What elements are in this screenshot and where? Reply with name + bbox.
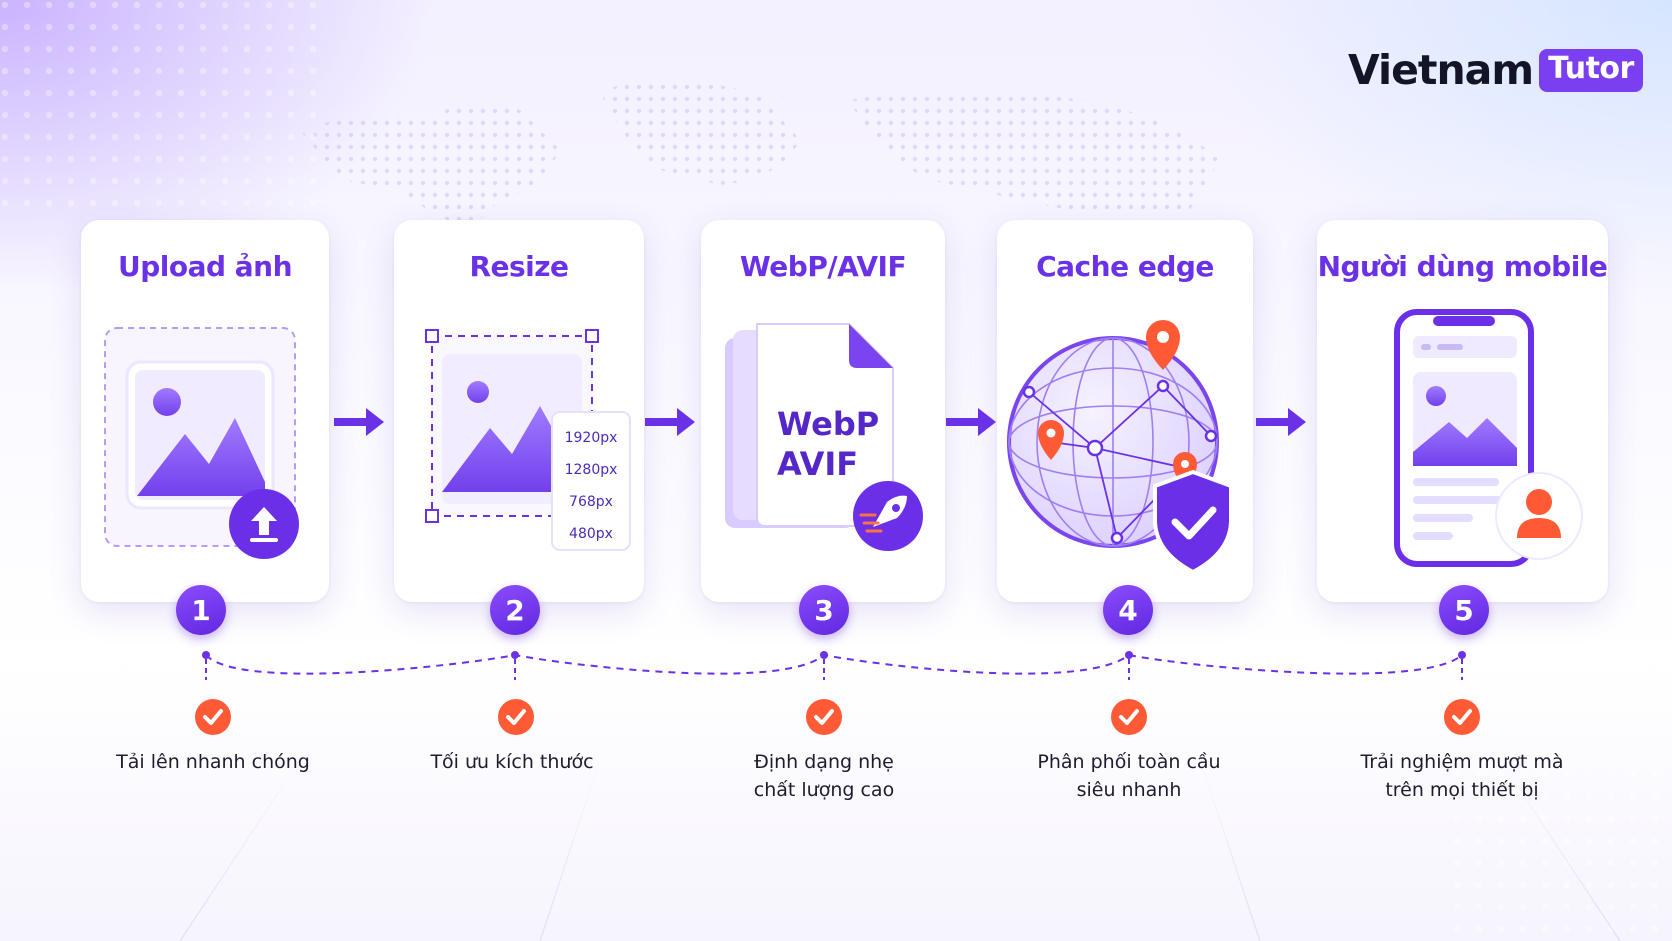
step-number-2: 2 [490,585,540,635]
step-number-1: 1 [176,585,226,635]
arrow-right-icon [946,408,996,436]
step-title: Upload ảnh [117,250,293,283]
arrow-right-icon [334,408,384,436]
brand-name-part-a: Vietnam [1348,46,1534,94]
arrow-right-icon [645,408,695,436]
caption-line: Trải nghiệm mượt mà [1360,751,1564,773]
size-option: 768px [569,494,613,510]
check-circle-icon [195,699,231,735]
step-title: Cache edge [1036,250,1214,283]
caption-line: Định dạng nhẹ [754,751,894,773]
check-circle-icon [498,699,534,735]
step-number-5: 5 [1439,585,1489,635]
step-number-3: 3 [799,585,849,635]
caption-line: Tối ưu kích thước [430,751,594,773]
step-card-cache: Cache edge [997,220,1253,602]
check-circle-icon [806,699,842,735]
step-card-resize: Resize 1920px 1280px 768px 480px [394,220,644,602]
step-caption-3: Định dạng nhẹ chất lượng cao [694,748,954,804]
globe-network-icon [1007,320,1233,575]
check-circle-icon [1111,699,1147,735]
step-caption-4: Phân phối toàn cầu siêu nhanh [999,748,1259,804]
step-caption-1: Tải lên nhanh chóng [83,748,343,776]
step-title: WebP/AVIF [739,250,907,283]
format-avif: AVIF [777,445,859,483]
caption-line: chất lượng cao [753,779,895,801]
step-caption-5: Trải nghiệm mượt mà trên mọi thiết bị [1332,748,1592,804]
caption-line: Phân phối toàn cầu [1037,751,1221,773]
step-card-upload: Upload ảnh [81,220,329,602]
mobile-phone-icon [1394,309,1583,567]
caption-line: Tải lên nhanh chóng [116,751,310,773]
brand-name-part-b: Tutor [1539,48,1643,92]
resize-image-icon [425,329,631,551]
file-format-icon [725,323,923,551]
brand-logo: Vietnam Tutor [1348,46,1643,94]
caption-line: trên mọi thiết bị [1385,779,1539,801]
step-title: Người dùng mobile [1317,250,1608,283]
image-upload-icon [104,327,299,559]
file-format-label: WebP AVIF [777,404,879,484]
step-title: Resize [469,250,569,283]
arrow-right-icon [1256,408,1306,436]
step-connector-line [202,651,1466,680]
size-option: 1920px [564,430,618,446]
size-option: 480px [569,526,613,542]
world-map-dots [300,81,1220,230]
check-circle-icon [1444,699,1480,735]
step-number-4: 4 [1103,585,1153,635]
size-list: 1920px 1280px 768px 480px [552,422,630,550]
step-caption-2: Tối ưu kích thước [382,748,642,776]
caption-line: siêu nhanh [1076,779,1182,801]
step-card-format: WebP/AVIF WebP AVIF [701,220,945,602]
step-card-mobile: Người dùng mobile [1317,220,1608,602]
size-option: 1280px [564,462,618,478]
format-webp: WebP [777,405,880,443]
